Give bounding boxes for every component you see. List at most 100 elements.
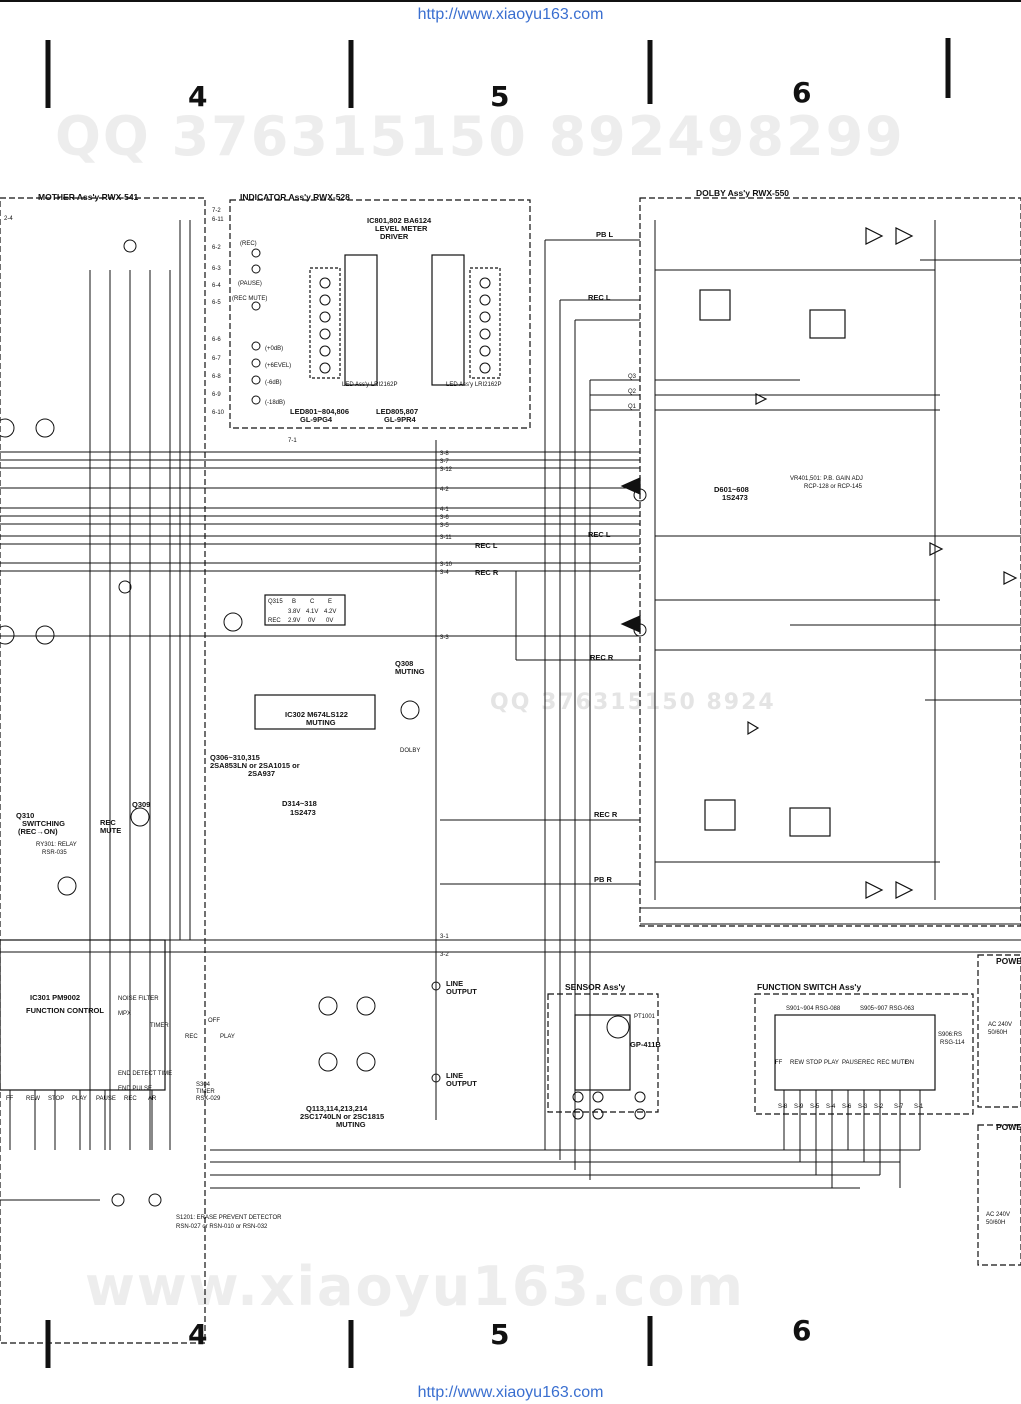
svg-text:AR: AR [148, 1096, 157, 1102]
label-s1201: S1201: ERASE PREVENT DETECTOR [176, 1215, 282, 1221]
label-level-meter-driver: DRIVER [380, 232, 409, 241]
mother-assy-outline [0, 197, 206, 1344]
svg-text:PAUSE: PAUSE [96, 1096, 116, 1102]
grid-ticks [45, 38, 951, 1368]
label-d601: D601~608 [714, 485, 749, 494]
grid-column-6-bottom: 6 [792, 1314, 812, 1347]
label-ic301-sub: FUNCTION CONTROL [26, 1006, 104, 1015]
svg-text:E: E [328, 599, 332, 605]
svg-text:S-9: S-9 [794, 1104, 804, 1110]
power-assy-outline [977, 954, 1021, 1108]
svg-text:6-10: 6-10 [212, 410, 225, 416]
label-s905: S905~907 RSG-063 [860, 1006, 915, 1012]
label-q306-list: Q306~310,315 [210, 753, 260, 762]
label-q309-sub: REC [100, 818, 116, 827]
label-dolby-tag: DOLBY [400, 748, 420, 754]
svg-text:(+6EVEL): (+6EVEL) [265, 363, 291, 369]
svg-text:3.8V: 3.8V [288, 609, 300, 615]
svg-text:7-2: 7-2 [212, 208, 221, 214]
label-s304-rec: REC [185, 1034, 198, 1040]
q315-voltage-table: Q315 B C E 3.8V 4.1V 4.2V REC 2.9V 0V 0V [268, 599, 336, 624]
svg-text:6-3: 6-3 [212, 266, 221, 272]
label-level-meter: LEVEL METER [375, 224, 428, 233]
label-timer: TIMER [150, 1023, 169, 1029]
svg-text:REC MUTE: REC MUTE [877, 1060, 908, 1066]
signal-bus [0, 451, 1021, 1201]
function-switch-pins: S-8 S-9 S-5 S-4 S-6 S-3 S-2 S-7 S-1 [778, 1104, 924, 1110]
label-s304-sub: TIMER [196, 1089, 215, 1095]
mother-assy-title: MOTHER Ass'y RWX-541 [38, 192, 139, 202]
svg-text:3-7: 3-7 [440, 459, 449, 465]
label-dolby-rec-l: REC L [588, 530, 611, 539]
svg-text:4.2V: 4.2V [324, 609, 336, 615]
svg-text:0V: 0V [308, 618, 315, 624]
grid-column-5-bottom: 5 [490, 1318, 510, 1351]
ic604-chip [789, 807, 831, 837]
svg-text:REW: REW [26, 1096, 40, 1102]
label-rec-r: REC R [594, 810, 618, 819]
svg-text:S-2: S-2 [874, 1104, 884, 1110]
ic302-chip [254, 694, 376, 730]
svg-text:6-5: 6-5 [212, 300, 221, 306]
svg-text:7-1: 7-1 [288, 438, 297, 444]
label-ic302-sub: MUTING [306, 718, 336, 727]
label-end-pulse: END PULSE [118, 1086, 152, 1092]
label-q113-type: 2SC1740LN or 2SC1815 [300, 1112, 384, 1121]
power-assy-title: POWE [996, 956, 1021, 966]
svg-text:6-9: 6-9 [212, 392, 221, 398]
svg-text:REC: REC [268, 618, 281, 624]
label-line-output-r: LINE [446, 1071, 463, 1080]
label-ac-240v: AC 240V [988, 1022, 1012, 1028]
indicator-assy-title: INDICATOR Ass'y RWX-528 [240, 192, 350, 202]
svg-text:3-10: 3-10 [440, 562, 453, 568]
label-q113-sub: MUTING [336, 1120, 366, 1129]
svg-text:B: B [292, 599, 296, 605]
svg-text:6-2: 6-2 [212, 245, 221, 251]
svg-text:S-3: S-3 [858, 1104, 868, 1110]
ic607-chip [699, 289, 731, 321]
svg-text:Q3: Q3 [628, 374, 637, 380]
label-q308-sub: MUTING [395, 667, 425, 676]
indicator-assy-outline [229, 199, 531, 429]
dolby-assy-outline [639, 197, 1021, 927]
label-line-output-r2: OUTPUT [446, 1079, 477, 1088]
label-s901: S901~904 RSG-088 [786, 1006, 841, 1012]
label-led-type-2: GL-9PR4 [384, 415, 417, 424]
power-assy-title-2: POWE [996, 1122, 1021, 1132]
sensor-assy-title: SENSOR Ass'y [565, 982, 626, 992]
svg-text:6-6: 6-6 [212, 337, 221, 343]
svg-text:REC: REC [862, 1060, 875, 1066]
svg-text:3-4: 3-4 [440, 570, 449, 576]
svg-text:(+0dB): (+0dB) [265, 346, 283, 352]
svg-text:REC: REC [124, 1096, 137, 1102]
svg-text:(REC MUTE): (REC MUTE) [232, 296, 267, 302]
led-assy-left [309, 267, 341, 379]
label-q310: Q310 [16, 811, 34, 820]
svg-text:(-18dB): (-18dB) [265, 400, 285, 406]
label-q309-sub2: MUTE [100, 826, 121, 835]
label-q309: Q309 [132, 800, 150, 809]
svg-text:6-11: 6-11 [212, 217, 224, 223]
ic301-pin-labels: FF REW STOP PLAY PAUSE REC AR [6, 1096, 157, 1102]
label-vr401: VR401,501: P.B. GAIN ADJ [790, 476, 863, 482]
grid-column-5-top: 5 [490, 80, 510, 113]
label-s304-off: OFF [208, 1018, 220, 1024]
watermark-url-top: http://www.xiaoyu163.com [417, 6, 604, 23]
grid-column-4-top: 4 [188, 80, 208, 113]
ic301-chip [0, 939, 166, 1091]
watermark-site: www.xiaoyu163.com [85, 1255, 745, 1318]
label-q306-type: 2SA853LN or 2SA1015 or [210, 761, 300, 770]
ic603-chip [809, 309, 846, 339]
label-ic302: IC302 M674LS122 [285, 710, 348, 719]
svg-text:(-6dB): (-6dB) [265, 380, 282, 386]
label-led-type-1: GL-9PG4 [300, 415, 333, 424]
grid-column-6-top: 6 [792, 76, 812, 109]
label-dolby-rec-r: REC R [590, 653, 614, 662]
label-s906: S906:RS [938, 1032, 962, 1038]
label-ic301: IC301 PM9002 [30, 993, 80, 1002]
svg-text:Q1: Q1 [628, 404, 637, 410]
svg-text:4.1V: 4.1V [306, 609, 318, 615]
label-line-output-l: LINE [446, 979, 463, 988]
svg-text:4-2: 4-2 [440, 487, 449, 493]
